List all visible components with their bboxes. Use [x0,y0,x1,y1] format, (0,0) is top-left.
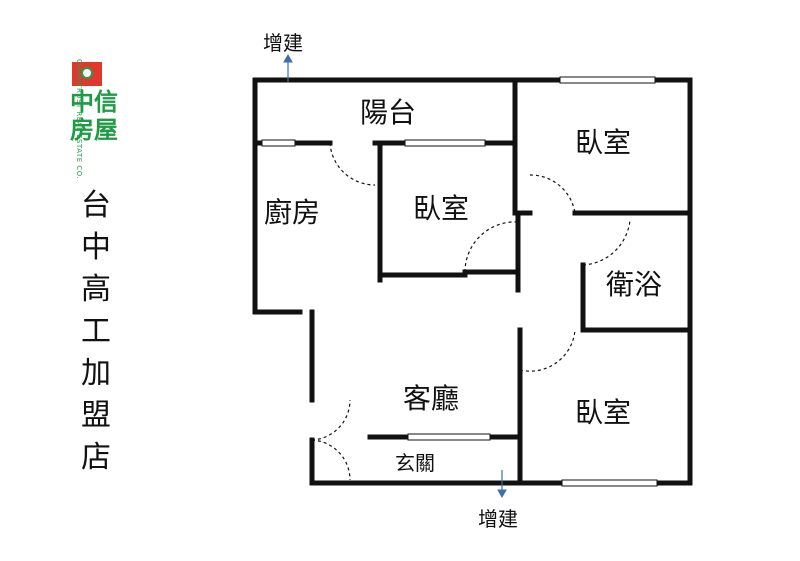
door-swings [311,142,631,481]
company-logo: CHINATRUST REAL ESTATE CO. 中信房屋 [58,59,138,180]
logo-emblem-icon [72,62,102,86]
room-living: 客廳 [403,382,459,415]
room-entrance: 玄關 [395,451,435,475]
room-kitchen: 廚房 [264,196,320,229]
room-balcony: 陽台 [360,96,416,129]
room-bedroom-middle: 臥室 [413,192,469,225]
room-bathroom: 衛浴 [606,268,662,301]
logo-chinese: 中信房屋 [70,88,118,144]
room-bedroom-top-right: 臥室 [575,126,631,159]
room-bedroom-bottom-right: 臥室 [575,396,631,429]
extension-label-bottom: 增建 [478,507,518,531]
branch-name: 台中高工加盟店 [81,188,111,475]
extension-label-top: 增建 [263,31,303,55]
extension-arrows [283,53,507,499]
windows [261,76,658,487]
walls [252,77,693,486]
